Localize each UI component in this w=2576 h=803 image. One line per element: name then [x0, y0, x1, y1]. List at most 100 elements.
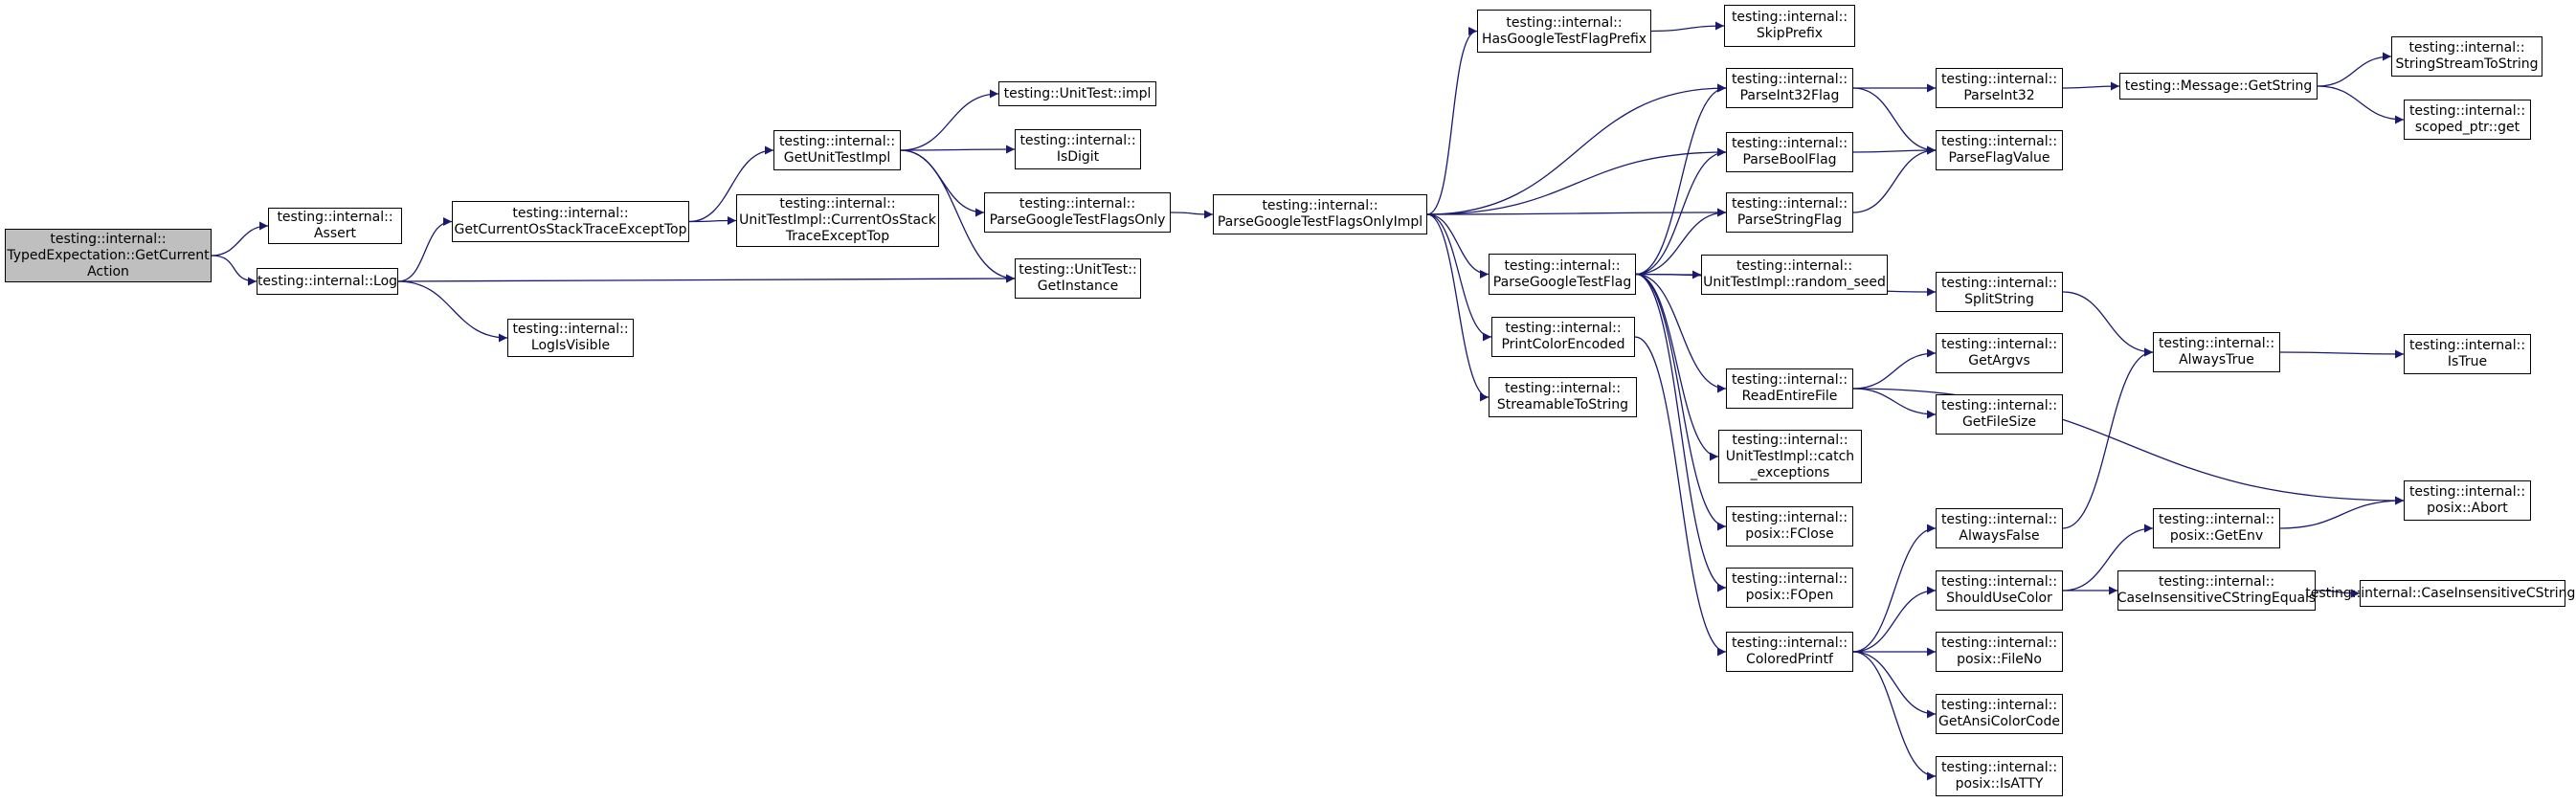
edge-log-to-getcur [397, 217, 453, 282]
node-log[interactable]: testing::internal::Log [257, 268, 398, 295]
node-split[interactable]: testing::internal:: SplitString [1936, 272, 2063, 312]
edge-cicse1-to-cicse2 [2315, 589, 2361, 598]
edge-pgtfoi-to-pbf [1426, 147, 1727, 215]
node-label: testing::internal:: StringStreamToString [2395, 40, 2539, 72]
node-label: testing::internal:: ParseInt32 [1940, 72, 2058, 103]
edge-atrue-to-istrue [2279, 349, 2405, 359]
edge-pgtf-to-fclose [1635, 273, 1727, 531]
node-label: testing::internal:: SplitString [1940, 276, 2058, 307]
edge-getuti-to-getinst [900, 149, 1016, 283]
node-cicse2[interactable]: testing::internal::CaseInsensitiveCStrin… [2305, 580, 2576, 607]
node-skip[interactable]: testing::internal:: SkipPrefix [1724, 5, 1855, 47]
edge-pgtfoi-to-pi32f [1426, 83, 1727, 215]
node-pfv[interactable]: testing::internal:: ParseFlagValue [1936, 130, 2063, 170]
node-root: testing::internal:: TypedExpectation::Ge… [5, 229, 212, 282]
node-label: testing::internal:: posix::FClose [1731, 510, 1848, 542]
edge-psf-to-pfv [1852, 145, 1937, 213]
edge-pgtf-to-pi32f [1635, 83, 1727, 276]
node-label: testing::internal:: IsTrue [2408, 338, 2526, 369]
node-ansi[interactable]: testing::internal:: GetAnsiColorCode [1936, 694, 2063, 734]
edge-cprintf-to-suc [1852, 586, 1937, 653]
node-label: testing::internal:: posix::IsATTY [1940, 760, 2058, 792]
node-cicse1[interactable]: testing::internal:: CaseInsensitiveCStri… [2117, 570, 2316, 611]
edge-root-to-log [211, 255, 258, 286]
node-getcur[interactable]: testing::internal:: GetCurrentOsStackTra… [452, 201, 689, 242]
node-label: testing::internal:: UnitTestImpl::Curren… [739, 196, 936, 244]
edge-msg-to-sptr [2317, 85, 2405, 124]
node-psf[interactable]: testing::internal:: ParseStringFlag [1726, 192, 1853, 233]
edge-ref-to-argvs [1852, 348, 1937, 390]
node-utimplcur[interactable]: testing::internal:: UnitTestImpl::Curren… [736, 194, 939, 247]
node-getinst[interactable]: testing::UnitTest:: GetInstance [1015, 258, 1141, 299]
edge-getuti-to-isdigit [900, 145, 1016, 154]
node-fsize[interactable]: testing::internal:: GetFileSize [1936, 394, 2063, 435]
node-label: testing::internal:: ParseStringFlag [1731, 196, 1848, 228]
node-label: testing::internal:: posix::GetEnv [2158, 512, 2275, 544]
edge-suc-to-getenv [2062, 524, 2154, 591]
node-label: testing::internal:: Assert [277, 210, 393, 241]
node-isdigit[interactable]: testing::internal:: IsDigit [1015, 129, 1141, 169]
node-label: testing::internal:: CaseInsensitiveCStri… [2117, 574, 2317, 606]
node-logvis[interactable]: testing::internal:: LogIsVisible [507, 319, 634, 357]
node-isatty[interactable]: testing::internal:: posix::IsATTY [1936, 756, 2063, 796]
node-pgtf[interactable]: testing::internal:: ParseGoogleTestFlag [1489, 254, 1636, 295]
node-label: testing::internal:: scoped_ptr::get [2408, 103, 2526, 135]
node-pgtfoi[interactable]: testing::internal:: ParseGoogleTestFlags… [1213, 194, 1427, 234]
node-label: testing::internal:: HasGoogleTestFlagPre… [1481, 14, 1647, 47]
edge-getenv-to-abort [2279, 496, 2405, 529]
node-getuti[interactable]: testing::internal:: GetUnitTestImpl [773, 130, 901, 170]
edge-log-to-getinst [397, 274, 1016, 283]
node-hasgtp[interactable]: testing::internal:: HasGoogleTestFlagPre… [1477, 10, 1651, 53]
node-pce[interactable]: testing::internal:: PrintColorEncoded [1491, 317, 1635, 357]
node-label: testing::internal:: posix::FileNo [1940, 636, 2058, 667]
node-utimpl[interactable]: testing::UnitTest::impl [998, 81, 1156, 106]
node-fileno[interactable]: testing::internal:: posix::FileNo [1936, 632, 2063, 672]
node-msg[interactable]: testing::Message::GetString [2119, 73, 2318, 100]
node-label: testing::internal:: ParseFlagValue [1940, 134, 2058, 166]
node-assert[interactable]: testing::internal:: Assert [268, 208, 402, 244]
node-pi32f[interactable]: testing::internal:: ParseInt32Flag [1726, 68, 1853, 108]
node-abort[interactable]: testing::internal:: posix::Abort [2404, 480, 2531, 521]
node-pi32[interactable]: testing::internal:: ParseInt32 [1936, 68, 2063, 108]
node-fclose[interactable]: testing::internal:: posix::FClose [1726, 506, 1853, 546]
node-catchex[interactable]: testing::internal:: UnitTestImpl::catch … [1718, 430, 1862, 483]
node-pgtfo[interactable]: testing::internal:: ParseGoogleTestFlags… [984, 192, 1171, 233]
node-label: testing::internal::Log [257, 273, 398, 289]
node-pbf[interactable]: testing::internal:: ParseBoolFlag [1726, 132, 1853, 172]
edge-pgtf-to-psf [1635, 208, 1727, 276]
node-label: testing::internal:: ColoredPrintf [1731, 636, 1848, 667]
node-sts[interactable]: testing::internal:: StreamableToString [1489, 377, 1637, 417]
node-istrue[interactable]: testing::internal:: IsTrue [2404, 334, 2531, 374]
node-label: testing::internal:: ParseBoolFlag [1731, 136, 1848, 167]
node-ref[interactable]: testing::internal:: ReadEntireFile [1726, 368, 1853, 409]
node-cprintf[interactable]: testing::internal:: ColoredPrintf [1726, 632, 1853, 672]
node-atrue[interactable]: testing::internal:: AlwaysTrue [2153, 332, 2280, 372]
node-rseed[interactable]: testing::internal:: UnitTestImpl::random… [1701, 255, 1888, 295]
node-label: testing::internal:: posix::FOpen [1731, 571, 1848, 603]
edge-pgtf-to-ref [1635, 273, 1727, 393]
node-label: testing::internal:: SkipPrefix [1731, 10, 1848, 41]
node-sptr[interactable]: testing::internal:: scoped_ptr::get [2404, 100, 2531, 140]
node-getenv[interactable]: testing::internal:: posix::GetEnv [2153, 508, 2280, 548]
node-label: testing::internal:: StreamableToString [1496, 381, 1629, 413]
node-label: testing::internal:: UnitTestImpl::random… [1703, 258, 1886, 290]
node-argvs[interactable]: testing::internal:: GetArgvs [1936, 333, 2063, 373]
edge-hasgtp-to-skip [1650, 21, 1725, 33]
node-afalse[interactable]: testing::internal:: AlwaysFalse [1936, 508, 2063, 548]
edge-pgtfoi-to-psf [1426, 208, 1727, 217]
edge-pgtf-to-catchex [1635, 273, 1719, 461]
edge-cprintf-to-afalse [1852, 524, 1937, 653]
edge-pgtf-to-pbf [1635, 147, 1727, 276]
node-label: testing::internal:: GetFileSize [1940, 398, 2058, 430]
edge-pgtfoi-to-pce [1426, 213, 1492, 342]
node-suc[interactable]: testing::internal:: ShouldUseColor [1936, 570, 2063, 611]
edge-pi32f-to-pfv [1852, 87, 1937, 155]
node-label: testing::internal:: LogIsVisible [512, 322, 629, 353]
edge-getcur-to-utimplcur [688, 216, 737, 226]
node-fopen[interactable]: testing::internal:: posix::FOpen [1726, 568, 1853, 608]
node-ss2s[interactable]: testing::internal:: StringStreamToString [2391, 36, 2542, 77]
node-label: testing::internal::CaseInsensitiveCStrin… [2305, 585, 2576, 601]
edge-log-to-logvis [397, 280, 508, 343]
